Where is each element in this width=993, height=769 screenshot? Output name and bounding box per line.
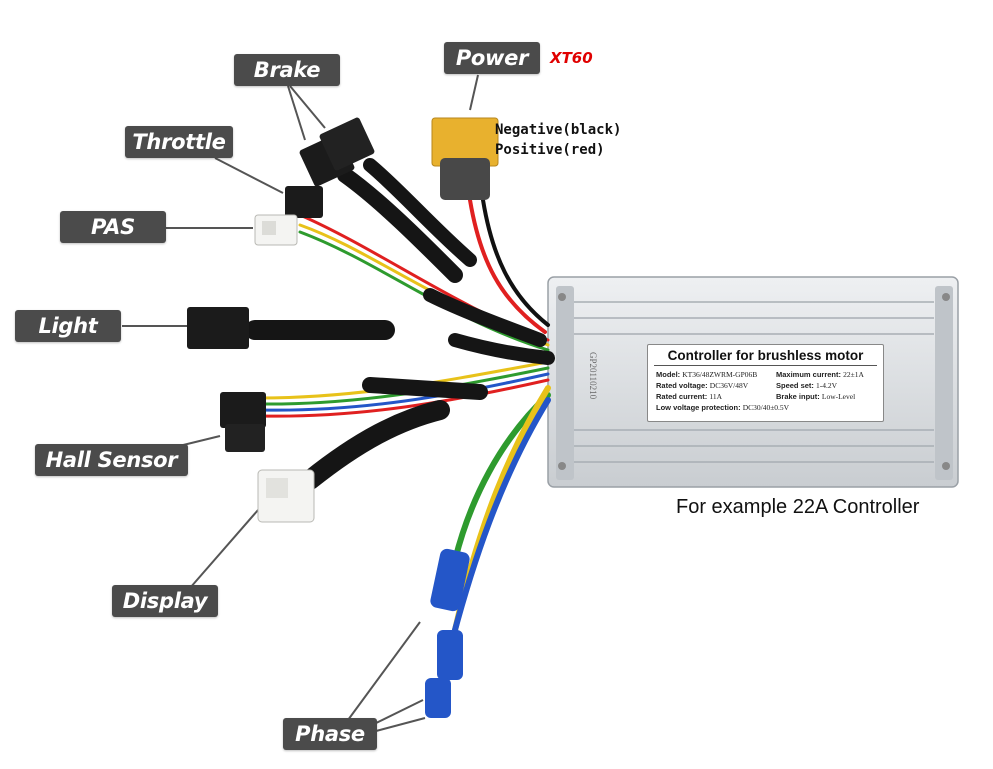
hall-sensor-connector	[220, 392, 266, 452]
rated-current-label: Rated current:	[656, 392, 708, 401]
rated-voltage-value: DC36V/48V	[709, 381, 749, 390]
positive-wire-note: Positive(red)	[495, 142, 605, 158]
cable-sleeves	[245, 158, 555, 490]
throttle-label: Throttle	[125, 126, 233, 158]
display-connector	[257, 469, 315, 523]
xt60-connector	[431, 117, 499, 200]
throttle-connector	[285, 186, 323, 218]
controller-caption: For example 22A Controller	[676, 496, 920, 518]
speed-set-value: 1-4.2V	[816, 381, 838, 390]
brake-input-label: Brake input:	[776, 392, 820, 401]
phase-terminals	[425, 548, 470, 718]
max-current-label: Maximum current:	[776, 370, 842, 379]
phase-label: Phase	[283, 718, 377, 750]
nameplate-title: Controller for brushless motor	[654, 348, 877, 366]
light-label: Light	[15, 310, 121, 342]
low-voltage-value: DC30/40±0.5V	[742, 403, 790, 412]
display-label: Display	[112, 585, 218, 617]
hall-sensor-label: Hall Sensor	[35, 444, 188, 476]
light-connector	[187, 307, 249, 349]
side-print: GP20110210	[588, 352, 598, 400]
pas-connector	[254, 214, 298, 246]
power-label: Power	[444, 42, 540, 74]
model-label: Model:	[656, 370, 681, 379]
brake-input-value: Low-Level	[821, 392, 856, 401]
rated-voltage-label: Rated voltage:	[656, 381, 708, 390]
brake-label: Brake	[234, 54, 340, 86]
low-voltage-label: Low voltage protection:	[656, 403, 741, 412]
controller-nameplate: Controller for brushless motor Model: KT…	[647, 344, 884, 422]
negative-wire-note: Negative(black)	[495, 122, 622, 138]
rated-current-value: 11A	[709, 392, 722, 401]
pas-label: PAS	[60, 211, 166, 243]
max-current-value: 22±1A	[843, 370, 864, 379]
model-value: KT36/48ZWRM-GP06B	[682, 370, 758, 379]
speed-set-label: Speed set:	[776, 381, 814, 390]
wire-bundle	[258, 198, 551, 693]
xt60-text: XT60	[550, 49, 593, 67]
brake-connectors	[299, 117, 375, 187]
